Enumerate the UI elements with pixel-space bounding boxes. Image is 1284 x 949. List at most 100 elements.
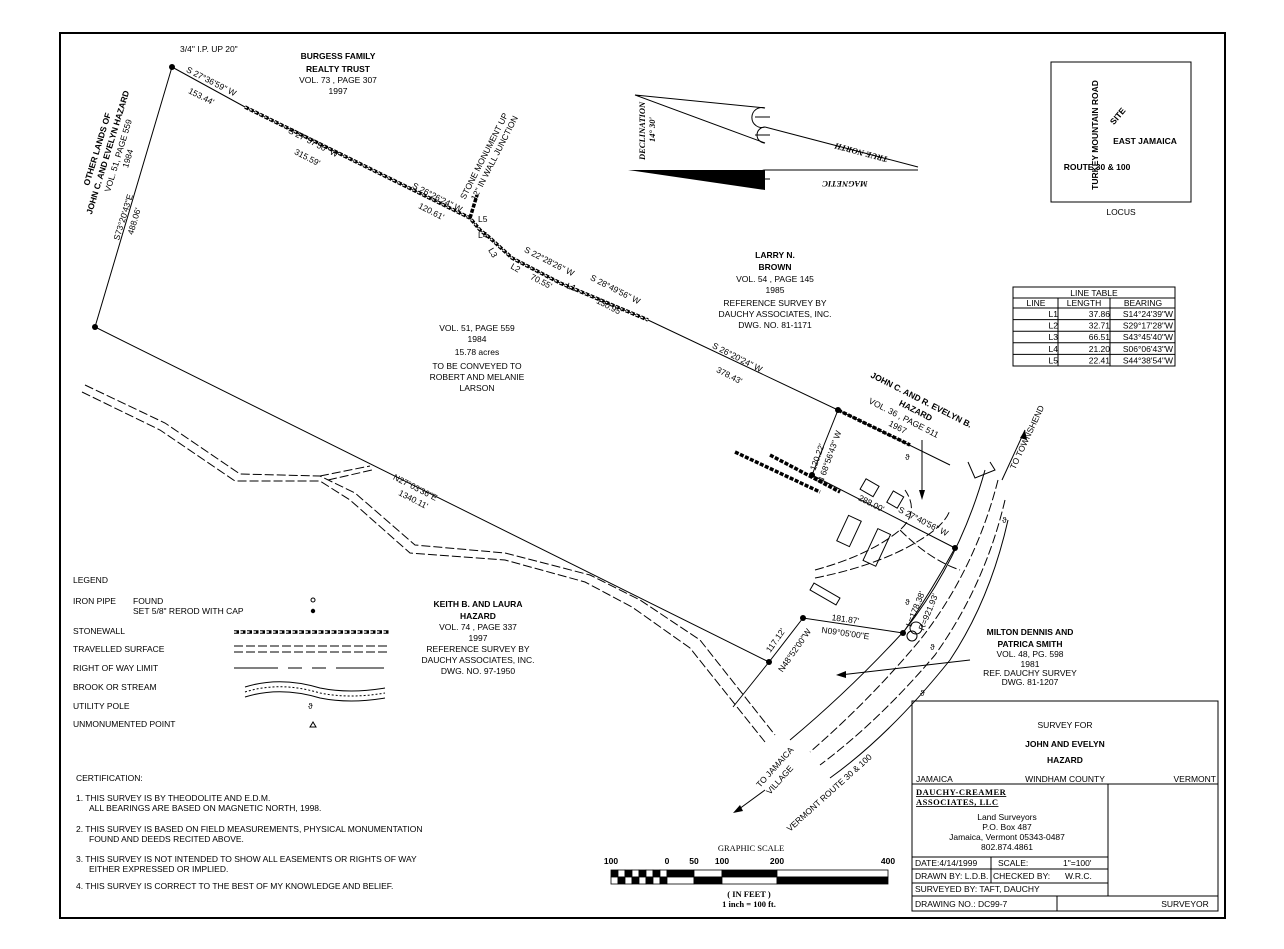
reference: DAUCHY ASSOCIATES, INC. xyxy=(718,309,831,319)
svg-text:ϑ: ϑ xyxy=(920,688,925,698)
column-header: LENGTH xyxy=(1067,298,1101,308)
surveyor-label: SURVEYOR xyxy=(1161,899,1209,909)
stonewall-inner xyxy=(244,106,649,321)
north-arrow: DECLINATION 14° 30' TRUE NORTH MAGNETIC xyxy=(628,94,919,190)
iron-pipe-found-icon xyxy=(310,597,316,603)
scale-tick: 50 xyxy=(689,856,699,866)
checked-by-label: CHECKED BY: xyxy=(993,871,1050,881)
reference: REF. DAUCHY SURVEY xyxy=(983,668,1077,678)
locus-caption: LOCUS xyxy=(1106,207,1136,217)
utility-pole-icon: ϑ xyxy=(308,701,313,711)
scale-segment xyxy=(659,869,668,878)
tree-icon xyxy=(909,621,923,635)
scale-segment xyxy=(610,869,619,878)
locus-road: TURKEY MOUNTAIN ROAD xyxy=(1090,80,1100,190)
scale-segment xyxy=(721,869,778,878)
boundary-line-north xyxy=(171,66,956,549)
locus-town: EAST JAMAICA xyxy=(1113,136,1177,146)
survey-for-label: SURVEY FOR xyxy=(1038,720,1093,730)
road-label-townshend: TO TOWNSHEND xyxy=(1008,404,1046,471)
owner-name: REALTY TRUST xyxy=(306,64,371,74)
reference: DWG. NO. 81-1171 xyxy=(738,320,812,330)
scale-segment xyxy=(652,876,661,885)
owner-name: BROWN xyxy=(758,262,791,272)
locus-route: ROUTE 30 & 100 xyxy=(1064,162,1131,172)
certification: CERTIFICATION: 1. THIS SURVEY IS BY THEO… xyxy=(76,773,423,891)
scale-segment xyxy=(776,876,889,885)
owner-name: HAZARD xyxy=(460,611,496,621)
road-label-route: VERMONT ROUTE 30 & 100 xyxy=(785,752,874,834)
line-label: L3 xyxy=(486,246,500,259)
declination-label: DECLINATION xyxy=(637,101,647,161)
legend-label: UNMONUMENTED POINT xyxy=(73,719,175,729)
conveyance-note: LARSON xyxy=(460,383,495,393)
stone-monument-note: STONE MONUMENT UP 12" IN WALL JUNCTION xyxy=(458,111,520,202)
stonewalls xyxy=(244,105,911,494)
iron-pipe-found-icon xyxy=(169,64,175,70)
scale-segment xyxy=(638,869,647,878)
scale-segment xyxy=(617,876,626,885)
legend: LEGEND IRON PIPE FOUND SET 5/8" REROD WI… xyxy=(73,575,390,729)
unmonumented-point-icon xyxy=(309,721,317,728)
declination-angle: 14° 30' xyxy=(647,116,657,142)
distance-label: 378.43' xyxy=(715,365,744,387)
title-block: SURVEY FOR JOHN AND EVELYN HAZARD JAMAIC… xyxy=(911,700,1219,912)
line-labels: L5 L4 L3 L2 L1 xyxy=(478,214,578,293)
svg-text:ϑ: ϑ xyxy=(1002,515,1007,525)
firm-address: P.O. Box 487 xyxy=(982,822,1032,832)
table-cell: 32.71 xyxy=(1089,321,1111,331)
reference: REFERENCE SURVEY BY xyxy=(723,298,826,308)
scale-title: GRAPHIC SCALE xyxy=(718,843,784,853)
tree-icon xyxy=(906,630,918,642)
deed-year: 1984 xyxy=(468,334,487,344)
scale-tick: 400 xyxy=(881,856,895,866)
owner-name: LARRY N. xyxy=(755,250,795,260)
deed-year: 1997 xyxy=(329,86,348,96)
firm-address: Jamaica, Vermont 05343-0487 xyxy=(949,832,1065,842)
owner-name: MILTON DENNIS AND xyxy=(987,627,1074,637)
deed-ref: VOL. 73 , PAGE 307 xyxy=(299,75,377,85)
brook-symbol xyxy=(244,691,386,702)
scale-units: ( IN FEET ) xyxy=(727,889,771,899)
rerod-set-icon xyxy=(766,659,772,665)
corner-note: 3/4" I.P. UP 20" xyxy=(180,44,238,54)
scale-segment xyxy=(631,869,640,878)
drawn-by: DRAWN BY: L.D.B. xyxy=(915,871,988,881)
scale-segment xyxy=(624,869,633,878)
certification-item: EITHER EXPRESSED OR IMPLIED. xyxy=(89,864,228,874)
rerod-set-icon xyxy=(809,472,815,478)
locus-site: SITE xyxy=(1108,105,1128,126)
rerod-set-icon xyxy=(310,608,316,614)
reference: REFERENCE SURVEY BY xyxy=(426,644,529,654)
checked-by: W.R.C. xyxy=(1065,871,1092,881)
table-cell: 21.20 xyxy=(1089,344,1111,354)
brook-symbol xyxy=(244,686,386,697)
legend-label: BROOK OR STREAM xyxy=(73,682,157,692)
stonewall xyxy=(734,450,821,494)
table-cell: L4 xyxy=(1049,344,1059,354)
table-cell: L2 xyxy=(1049,321,1059,331)
firm-name: ASSOCIATES, LLC xyxy=(916,797,998,807)
legend-label: UTILITY POLE xyxy=(73,701,130,711)
townshend-arrow xyxy=(1001,429,1026,481)
deed-year: 1985 xyxy=(766,285,785,295)
legend-label: FOUND xyxy=(133,596,163,606)
conveyance-note: TO BE CONVEYED TO xyxy=(432,361,522,371)
line-label: L5 xyxy=(478,214,488,224)
county: WINDHAM COUNTY xyxy=(1025,774,1105,784)
line-label: L1 xyxy=(565,280,578,293)
distance-label: 117.12' xyxy=(764,626,788,654)
scale-segment xyxy=(624,876,633,885)
deed-ref: VOL. 48, PG. 598 xyxy=(996,649,1063,659)
certification-item: 1. THIS SURVEY IS BY THEODOLITE AND E.D.… xyxy=(76,793,270,803)
bearing-label: S 27°40'56" W xyxy=(897,504,950,538)
table-cell: 22.41 xyxy=(1089,355,1111,365)
tie-line xyxy=(732,661,770,708)
table-cell: S29°17'28"W xyxy=(1123,321,1173,331)
certification-item: FOUND AND DEEDS RECITED ABOVE. xyxy=(89,834,244,844)
monuments xyxy=(92,64,958,665)
line-table-title: LINE TABLE xyxy=(1070,288,1118,298)
